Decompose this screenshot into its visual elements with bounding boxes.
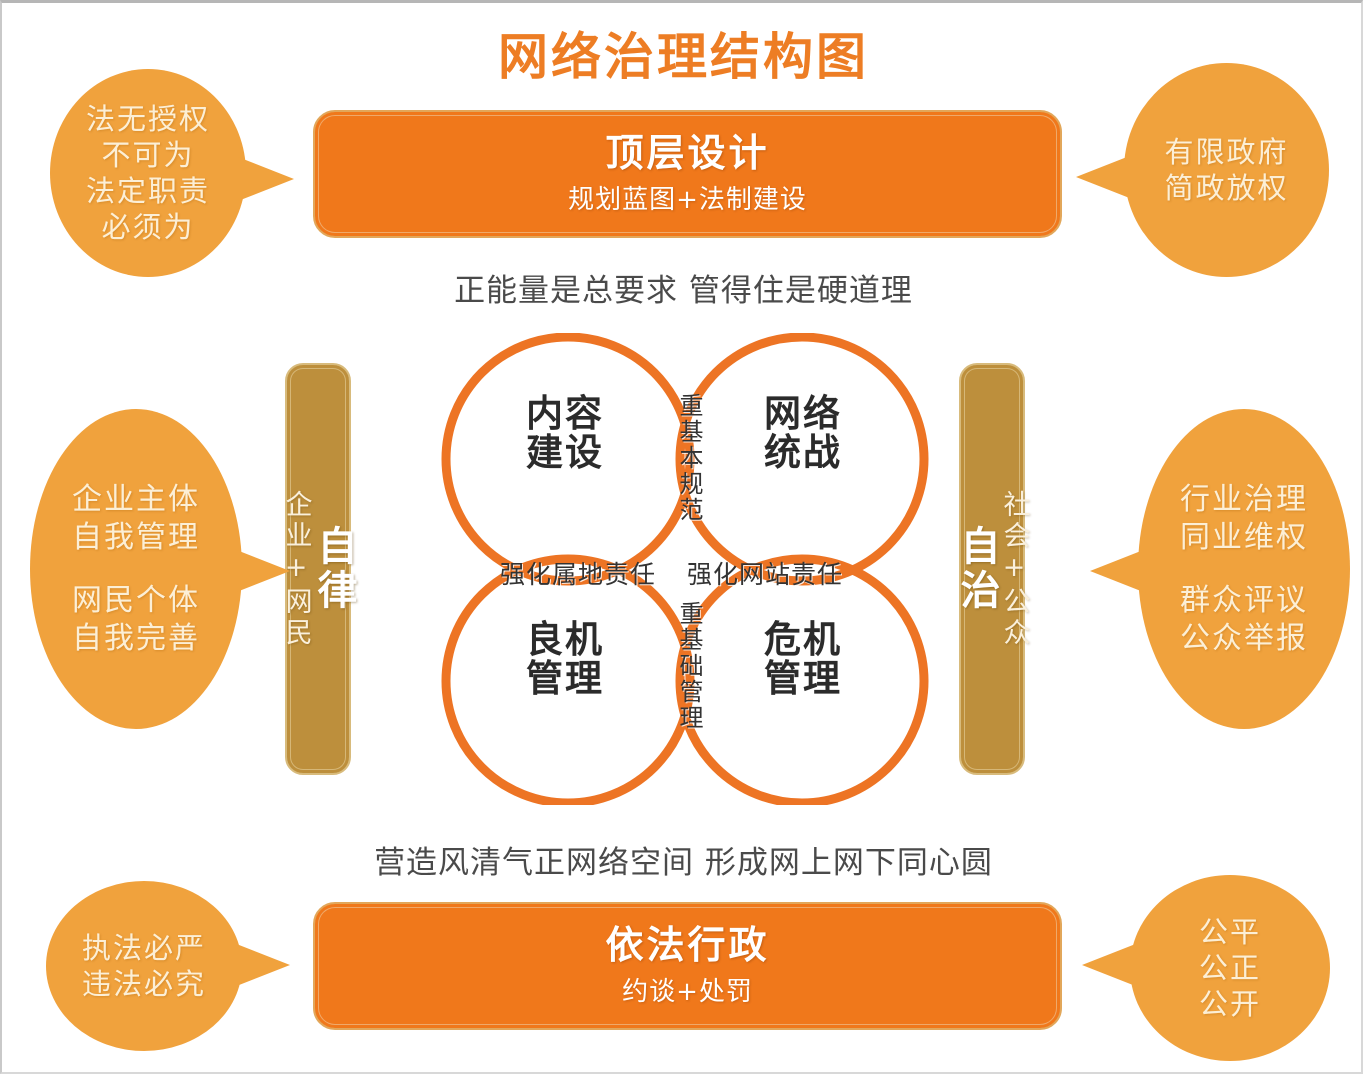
- venn-label-opportunity-management: 良机管理: [526, 618, 604, 700]
- callout-pointer-icon: [1090, 549, 1146, 593]
- callout-top-left: 法无授权不可为法定职责必须为: [50, 69, 294, 277]
- callout-middle-right-group-a: 行业治理同业维权: [1180, 482, 1308, 555]
- venn-diagram: 内容建设 网络统战 良机管理 危机管理 重基本规范 重基础管理 强化属地责任 强…: [440, 333, 930, 805]
- self-discipline-main: 自律: [310, 525, 357, 613]
- top-design-bar: 顶层设计 规划蓝图+法制建设: [313, 110, 1062, 238]
- callout-bottom-left-lines: 执法必严违法必究: [81, 930, 206, 1001]
- callout-pointer-icon: [234, 943, 290, 987]
- self-discipline-pillar: 企业+网民 自律: [281, 363, 357, 775]
- top-design-title: 顶层设计: [605, 130, 770, 175]
- callout-middle-left-group-b: 网民个体自我完善: [72, 583, 200, 656]
- venn-intersect-right: 强化网站责任: [687, 560, 844, 589]
- venn-label-crisis-management: 危机管理: [764, 618, 842, 700]
- venn-intersect-top: 重基本规范: [675, 393, 703, 523]
- callout-pointer-icon: [238, 157, 294, 201]
- self-governance-pillar: 自治 社会+公众: [953, 363, 1030, 775]
- venn-circles: [441, 333, 929, 805]
- slogan-top: 正能量是总要求 管得住是硬道理: [454, 273, 913, 309]
- venn-circle-bottom-left: [441, 554, 695, 805]
- venn-circle-top-left: [441, 333, 695, 586]
- rule-of-law-title: 依法行政: [605, 922, 770, 967]
- rule-of-law-bar: 依法行政 约谈+处罚: [313, 902, 1062, 1030]
- self-governance-sub: 社会+公众: [998, 489, 1030, 649]
- venn-intersect-left: 强化属地责任: [500, 560, 657, 589]
- callout-pointer-icon: [1082, 943, 1138, 987]
- callout-bottom-left: 执法必严违法必究: [46, 881, 290, 1051]
- self-governance-main: 自治: [953, 525, 1000, 613]
- callout-top-right: 有限政府简政放权: [1076, 63, 1329, 277]
- venn-intersect-bottom: 重基础管理: [675, 601, 703, 731]
- page-title: 网络治理结构图: [498, 28, 869, 86]
- callout-middle-right-group-b: 群众评议公众举报: [1180, 583, 1308, 656]
- callout-bottom-right: 公平公正公开: [1082, 875, 1330, 1061]
- venn-label-network-united-front: 网络统战: [764, 392, 842, 474]
- rule-of-law-subtitle: 约谈+处罚: [622, 977, 753, 1008]
- venn-circle-bottom-right: [675, 554, 929, 805]
- slogan-bottom: 营造风清气正网络空间 形成网上网下同心圆: [374, 845, 993, 881]
- callout-middle-left: 企业主体自我管理 网民个体自我完善: [30, 409, 290, 729]
- callout-pointer-icon: [1076, 155, 1132, 199]
- venn-label-content-building: 内容建设: [526, 392, 604, 474]
- top-design-subtitle: 规划蓝图+法制建设: [568, 185, 807, 216]
- callout-middle-right: 行业治理同业维权 群众评议公众举报: [1090, 409, 1350, 729]
- callout-middle-left-group-a: 企业主体自我管理: [72, 482, 200, 555]
- callout-top-right-lines: 有限政府简政放权: [1164, 134, 1289, 205]
- callout-top-left-lines: 法无授权不可为法定职责必须为: [85, 101, 210, 245]
- callout-pointer-icon: [234, 549, 290, 593]
- venn-circle-top-right: [675, 333, 929, 586]
- callout-bottom-right-lines: 公平公正公开: [1198, 914, 1261, 1022]
